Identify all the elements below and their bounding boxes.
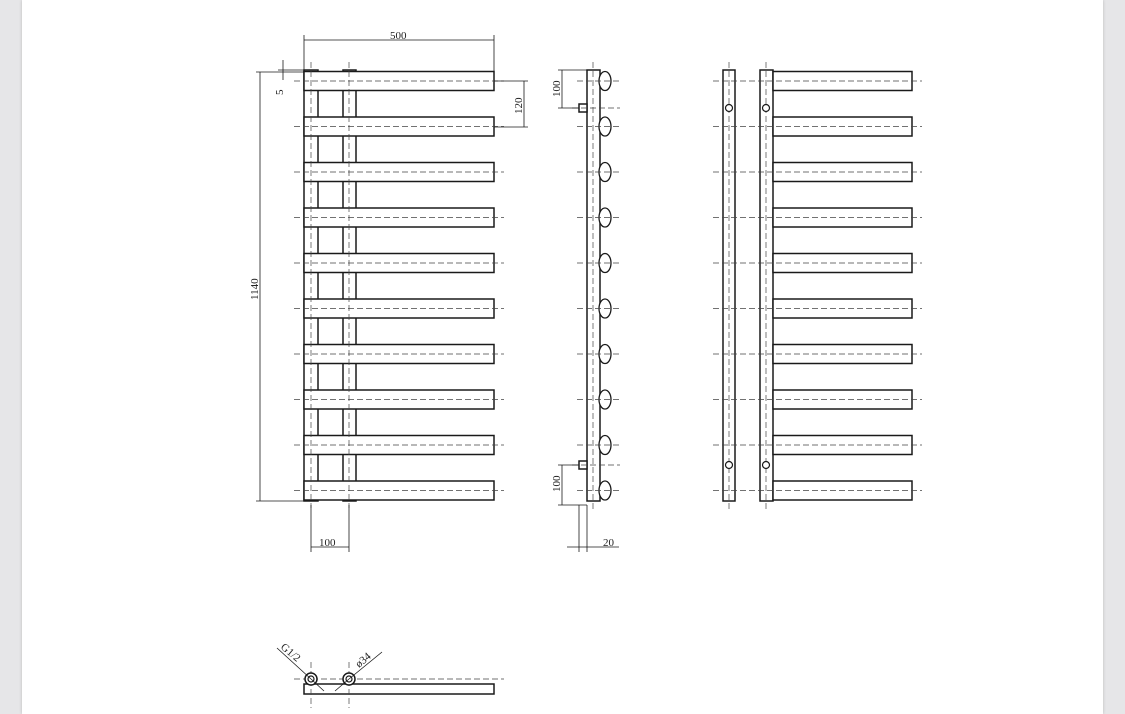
mounting-hole — [761, 460, 771, 470]
leader-line — [348, 651, 383, 680]
dim-height: 1140 — [249, 278, 261, 300]
label-thread: G1/2 — [278, 641, 303, 664]
mounting-hole — [761, 103, 771, 113]
leader-line — [334, 678, 350, 692]
dim-bar-pitch: 120 — [513, 97, 525, 114]
bottom-bar — [303, 683, 495, 695]
dim-bracket-top: 100 — [551, 80, 563, 97]
pipe-connection-inner — [307, 675, 315, 683]
label-pipe-diameter: ø34 — [353, 650, 374, 670]
leader-line — [310, 678, 325, 692]
rear-left-column — [722, 69, 736, 502]
mounting-hole — [724, 103, 734, 113]
dim-width: 500 — [390, 30, 407, 42]
dim-top-offset: 5 — [274, 89, 286, 95]
rear-right-column — [759, 69, 774, 502]
dim-pipe-centers: 100 — [319, 537, 336, 549]
drawing-sheet: 500 1140 5 120 100 100 100 20 G1/2 ø34 — [22, 0, 1103, 714]
leader-line — [276, 647, 312, 680]
technical-drawing: 500 1140 5 120 100 100 100 20 G1/2 ø34 — [249, 30, 922, 708]
side-column — [586, 69, 601, 502]
pipe-connection-inner — [345, 675, 353, 683]
dim-bracket-bottom: 100 — [551, 475, 563, 492]
mounting-hole — [724, 460, 734, 470]
dim-wall-depth: 20 — [603, 537, 615, 549]
